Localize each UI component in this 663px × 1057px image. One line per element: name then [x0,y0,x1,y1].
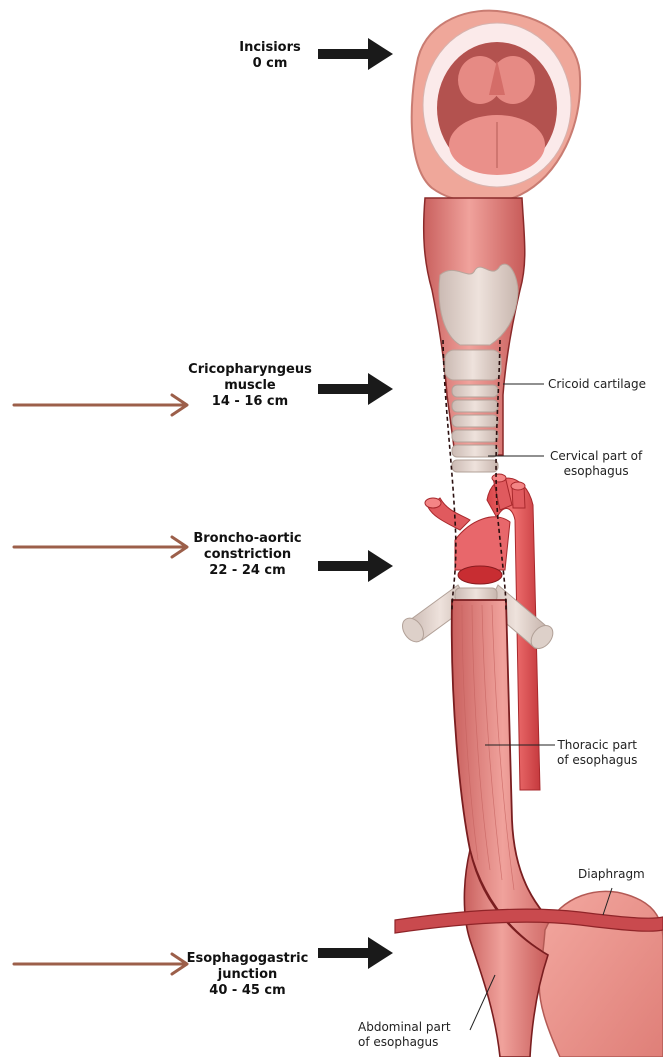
esophagogastric-name-2: junction [180,967,315,983]
broncho-aortic-label: Broncho-aortic constriction 22 - 24 cm [185,531,310,579]
highlight-arrow-esophagogastric [14,954,187,974]
thoracic-part-label: Thoracic part of esophagus [557,738,637,768]
pointer-arrows [318,38,393,969]
arrow-esophagogastric [318,937,393,969]
esophagogastric-distance: 40 - 45 cm [180,983,315,999]
broncho-aortic-name-2: constriction [185,547,310,563]
cricoid-cartilage [445,350,501,380]
cervical-part-label: Cervical part of esophagus [550,449,642,479]
arrow-incisors [318,38,393,70]
highlight-arrow-broncho-aortic [14,537,187,557]
broncho-aortic-name: Broncho-aortic [185,531,310,547]
esophagogastric-label: Esophagogastric junction 40 - 45 cm [180,951,315,999]
abdominal-part-label: Abdominal part of esophagus [358,1020,451,1050]
diaphragm-label: Diaphragm [578,867,645,882]
cricopharyngeus-distance: 14 - 16 cm [180,394,320,410]
mouth [412,11,580,203]
broncho-aortic-distance: 22 - 24 cm [185,563,310,579]
incisors-distance: 0 cm [225,56,315,72]
highlight-arrow-cricopharyngeus [14,395,187,415]
cricopharyngeus-name: Cricopharyngeus [180,362,320,378]
arrow-broncho-aortic [318,550,393,582]
arrow-cricopharyngeus [318,373,393,405]
incisors-name: Incisiors [225,40,315,56]
cricopharyngeus-name-2: muscle [180,378,320,394]
incisors-label: Incisiors 0 cm [225,40,315,72]
cricoid-cartilage-label: Cricoid cartilage [548,377,646,392]
highlight-arrows [14,395,187,974]
esophagogastric-name: Esophagogastric [180,951,315,967]
cricopharyngeus-label: Cricopharyngeus muscle 14 - 16 cm [180,362,320,410]
